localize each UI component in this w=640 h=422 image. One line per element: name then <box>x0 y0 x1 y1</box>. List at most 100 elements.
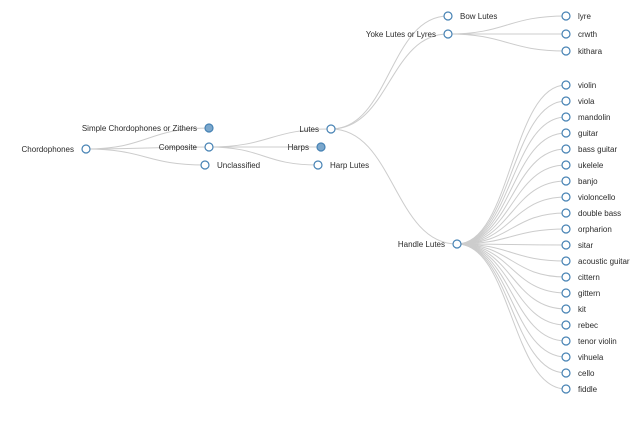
tree-node-sitar[interactable]: sitar <box>561 240 593 250</box>
tree-node-chordophones[interactable]: Chordophones <box>22 144 91 154</box>
node-label-violoncello: violoncello <box>578 193 616 202</box>
node-toggle-handle-lutes-icon[interactable] <box>452 239 462 249</box>
tree-node-mandolin[interactable]: mandolin <box>561 112 610 122</box>
tree-node-banjo[interactable]: banjo <box>561 176 598 186</box>
node-toggle-crwth-icon[interactable] <box>561 29 571 39</box>
tree-node-ukelele[interactable]: ukelele <box>561 160 604 170</box>
node-toggle-viola-icon[interactable] <box>561 96 571 106</box>
tree-link-handle-lutes-to-guitar <box>456 132 567 245</box>
node-label-cello: cello <box>578 369 595 378</box>
node-toggle-harp-lutes-icon[interactable] <box>313 160 323 170</box>
tree-node-harp-lutes[interactable]: Harp Lutes <box>313 160 369 170</box>
node-toggle-composite-icon[interactable] <box>204 142 214 152</box>
tree-node-gittern[interactable]: gittern <box>561 288 600 298</box>
tree-link-lutes-to-yoke-lutes <box>330 33 449 130</box>
node-label-kithara: kithara <box>578 47 603 56</box>
node-toggle-vihuela-icon[interactable] <box>561 352 571 362</box>
node-toggle-unclassified-icon[interactable] <box>200 160 210 170</box>
node-toggle-fiddle-icon[interactable] <box>561 384 571 394</box>
node-label-gittern: gittern <box>578 289 600 298</box>
node-label-viola: viola <box>578 97 595 106</box>
node-label-handle-lutes: Handle Lutes <box>398 240 445 249</box>
node-label-acoustic-guitar: acoustic guitar <box>578 257 630 266</box>
tree-link-composite-to-lutes <box>208 128 332 148</box>
tree-link-handle-lutes-to-gittern <box>456 243 567 294</box>
node-toggle-gittern-icon[interactable] <box>561 288 571 298</box>
node-toggle-bow-lutes-icon[interactable] <box>443 11 453 21</box>
node-toggle-violoncello-icon[interactable] <box>561 192 571 202</box>
tree-link-handle-lutes-to-violoncello <box>456 196 567 245</box>
node-toggle-ukelele-icon[interactable] <box>561 160 571 170</box>
tree-link-handle-lutes-to-cello <box>456 243 567 374</box>
node-toggle-yoke-lutes-icon[interactable] <box>443 29 453 39</box>
node-toggle-bass-guitar-icon[interactable] <box>561 144 571 154</box>
node-toggle-banjo-icon[interactable] <box>561 176 571 186</box>
node-label-double-bass: double bass <box>578 209 621 218</box>
node-toggle-mandolin-icon[interactable] <box>561 112 571 122</box>
tree-node-tenor-violin[interactable]: tenor violin <box>561 336 617 346</box>
tree-link-chordophones-to-simple <box>85 127 210 150</box>
tree-node-viola[interactable]: viola <box>561 96 595 106</box>
tree-link-handle-lutes-to-kit <box>456 243 567 310</box>
tree-node-unclassified[interactable]: Unclassified <box>200 160 260 170</box>
tree-link-handle-lutes-to-bass-guitar <box>456 148 567 245</box>
node-label-mandolin: mandolin <box>578 113 610 122</box>
node-label-unclassified: Unclassified <box>217 161 260 170</box>
node-toggle-lyre-icon[interactable] <box>561 11 571 21</box>
tree-node-vihuela[interactable]: vihuela <box>561 352 604 362</box>
node-label-fiddle: fiddle <box>578 385 598 394</box>
node-toggle-sitar-icon[interactable] <box>561 240 571 250</box>
tree-link-handle-lutes-to-viola <box>456 100 567 245</box>
tree-link-lutes-to-bow-lutes <box>330 15 449 130</box>
tree-node-violoncello[interactable]: violoncello <box>561 192 616 202</box>
tree-node-lyre[interactable]: lyre <box>561 11 591 21</box>
tree-node-handle-lutes[interactable]: Handle Lutes <box>398 239 462 249</box>
node-label-rebec: rebec <box>578 321 598 330</box>
tree-node-bow-lutes[interactable]: Bow Lutes <box>443 11 497 21</box>
node-toggle-lutes-icon[interactable] <box>326 124 336 134</box>
tree-node-bass-guitar[interactable]: bass guitar <box>561 144 617 154</box>
node-toggle-violin-icon[interactable] <box>561 80 571 90</box>
tree-node-cittern[interactable]: cittern <box>561 272 600 282</box>
node-toggle-rebec-icon[interactable] <box>561 320 571 330</box>
tree-link-composite-to-harp-lutes <box>208 146 319 166</box>
node-toggle-kit-icon[interactable] <box>561 304 571 314</box>
node-label-vihuela: vihuela <box>578 353 604 362</box>
node-toggle-cello-icon[interactable] <box>561 368 571 378</box>
node-toggle-double-bass-icon[interactable] <box>561 208 571 218</box>
tree-node-acoustic-guitar[interactable]: acoustic guitar <box>561 256 630 266</box>
node-toggle-chordophones-icon[interactable] <box>81 144 91 154</box>
node-toggle-orpharion-icon[interactable] <box>561 224 571 234</box>
tree-node-kithara[interactable]: kithara <box>561 46 603 56</box>
tree-node-rebec[interactable]: rebec <box>561 320 598 330</box>
node-label-bass-guitar: bass guitar <box>578 145 617 154</box>
tree-link-lutes-to-handle-lutes <box>330 128 458 245</box>
node-toggle-guitar-icon[interactable] <box>561 128 571 138</box>
node-toggle-kithara-icon[interactable] <box>561 46 571 56</box>
node-label-chordophones: Chordophones <box>22 145 74 154</box>
tree-link-handle-lutes-to-orpharion <box>456 228 567 245</box>
node-label-cittern: cittern <box>578 273 600 282</box>
node-toggle-simple-icon[interactable] <box>204 123 214 133</box>
node-label-tenor-violin: tenor violin <box>578 337 617 346</box>
node-label-sitar: sitar <box>578 241 593 250</box>
tree-link-handle-lutes-to-ukelele <box>456 164 567 245</box>
node-toggle-cittern-icon[interactable] <box>561 272 571 282</box>
tree-node-guitar[interactable]: guitar <box>561 128 598 138</box>
tree-node-orpharion[interactable]: orpharion <box>561 224 612 234</box>
tree-node-kit[interactable]: kit <box>561 304 587 314</box>
tree-node-double-bass[interactable]: double bass <box>561 208 621 218</box>
tree-node-cello[interactable]: cello <box>561 368 595 378</box>
links-layer <box>85 15 567 390</box>
tree-node-fiddle[interactable]: fiddle <box>561 384 598 394</box>
tree-link-handle-lutes-to-double-bass <box>456 212 567 245</box>
node-toggle-tenor-violin-icon[interactable] <box>561 336 571 346</box>
tree-node-violin[interactable]: violin <box>561 80 596 90</box>
node-label-kit: kit <box>578 305 587 314</box>
node-label-crwth: crwth <box>578 30 597 39</box>
node-toggle-acoustic-guitar-icon[interactable] <box>561 256 571 266</box>
node-toggle-harps-icon[interactable] <box>316 142 326 152</box>
tree-node-crwth[interactable]: crwth <box>561 29 597 39</box>
